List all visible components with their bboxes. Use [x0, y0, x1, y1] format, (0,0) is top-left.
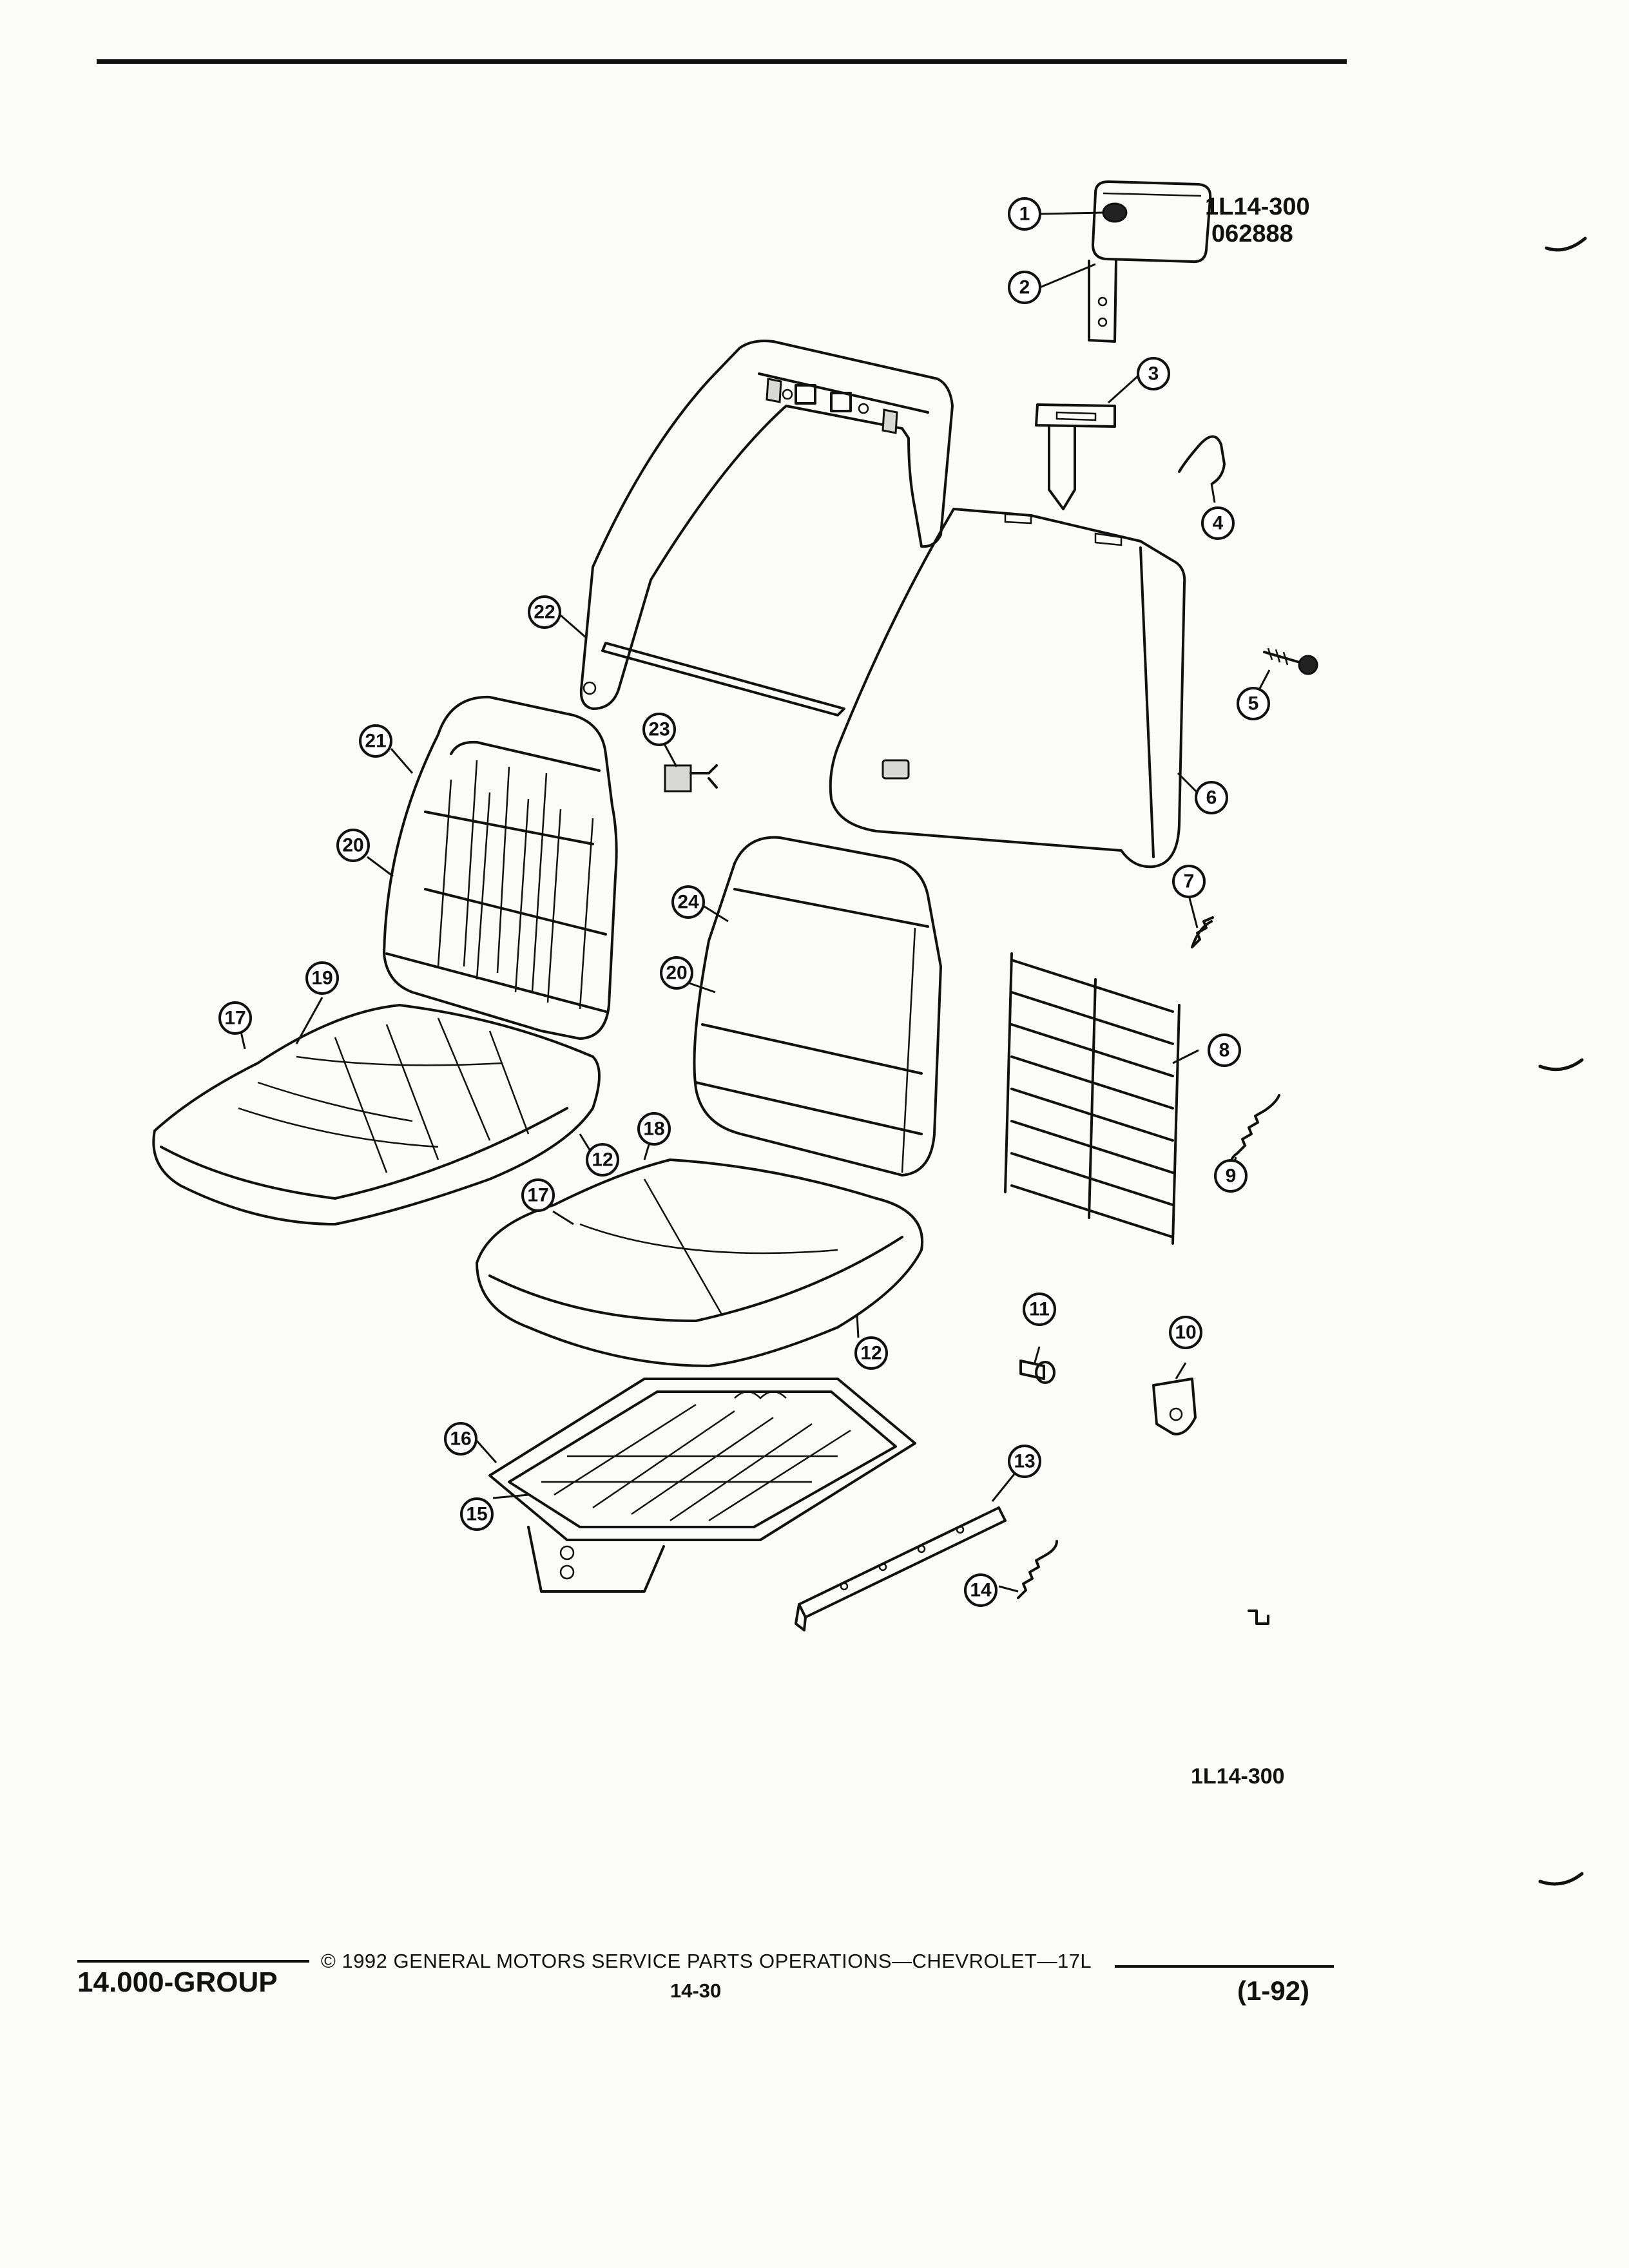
svg-text:17: 17	[527, 1185, 548, 1206]
screw	[1263, 648, 1318, 675]
callout-13: 13	[1008, 1445, 1041, 1478]
callout-2: 2	[1008, 271, 1041, 304]
seat-cushion-right	[476, 1158, 924, 1367]
spring-mat	[1004, 952, 1181, 1245]
svg-text:22: 22	[534, 602, 555, 623]
callout-8: 8	[1208, 1033, 1241, 1067]
callout-21: 21	[359, 724, 392, 758]
svg-text:4: 4	[1213, 513, 1224, 534]
page-number: 14-30	[670, 1979, 722, 2002]
callout-10: 10	[1169, 1316, 1202, 1349]
seat-cushion-left	[152, 1004, 601, 1225]
diagram-reference: 1L14-300 062888	[1205, 193, 1310, 247]
top-rule	[97, 59, 1347, 64]
callout-17-right: 17	[521, 1178, 555, 1212]
callout-16: 16	[444, 1422, 477, 1456]
svg-text:24: 24	[677, 892, 699, 913]
margin-mark-3	[1538, 1872, 1584, 1886]
svg-text:5: 5	[1248, 693, 1259, 715]
svg-text:15: 15	[466, 1504, 487, 1525]
callout-3: 3	[1137, 357, 1170, 390]
svg-text:7: 7	[1184, 871, 1195, 892]
seat-frame	[488, 1378, 916, 1593]
coil-spring-upper	[1191, 916, 1214, 948]
callout-15: 15	[460, 1497, 494, 1531]
svg-text:12: 12	[860, 1343, 882, 1364]
callout-5: 5	[1237, 687, 1270, 720]
symbol-mark	[1248, 1610, 1269, 1625]
coil-spring-lower	[1017, 1540, 1058, 1599]
svg-text:13: 13	[1014, 1451, 1035, 1472]
reference-date: 062888	[1211, 220, 1293, 247]
seatback-rear-cover	[829, 508, 1186, 869]
callout-14: 14	[964, 1573, 998, 1607]
callout-12-right: 12	[854, 1336, 888, 1370]
revision-date: (1-92)	[1237, 1975, 1310, 2006]
cover-cap	[1152, 1378, 1197, 1436]
svg-text:6: 6	[1206, 787, 1217, 809]
rear-seatback-frame	[579, 340, 954, 716]
callout-19: 19	[305, 961, 339, 995]
callout-23: 23	[642, 713, 676, 746]
svg-text:18: 18	[643, 1119, 664, 1140]
callout-9: 9	[1214, 1159, 1248, 1193]
push-fastener	[664, 764, 718, 793]
svg-text:8: 8	[1219, 1040, 1230, 1061]
svg-text:17: 17	[224, 1008, 246, 1029]
svg-text:20: 20	[666, 963, 687, 984]
svg-text:23: 23	[648, 719, 670, 740]
callout-7: 7	[1172, 865, 1206, 898]
svg-text:9: 9	[1226, 1166, 1237, 1187]
svg-text:14: 14	[970, 1580, 992, 1601]
callout-6: 6	[1195, 781, 1228, 814]
svg-text:11: 11	[1029, 1299, 1050, 1320]
svg-text:21: 21	[365, 731, 386, 752]
svg-text:3: 3	[1148, 363, 1159, 385]
svg-text:20: 20	[342, 835, 363, 856]
callout-18: 18	[637, 1112, 671, 1146]
svg-text:10: 10	[1175, 1322, 1196, 1343]
callout-11: 11	[1023, 1293, 1056, 1326]
margin-mark-1	[1545, 236, 1587, 252]
bottom-reference-code: 1L14-300	[1191, 1764, 1285, 1789]
svg-text:12: 12	[592, 1149, 613, 1171]
callout-12-left: 12	[586, 1143, 619, 1177]
callout-4: 4	[1201, 506, 1235, 540]
margin-mark-2	[1538, 1058, 1584, 1072]
section-group: 14.000-GROUP	[77, 1966, 278, 1998]
seat-track	[795, 1506, 1007, 1631]
callout-22: 22	[528, 595, 561, 629]
callout-20-left: 20	[336, 829, 370, 862]
svg-text:2: 2	[1019, 277, 1030, 298]
svg-text:1: 1	[1019, 204, 1030, 225]
footer-rule-left	[77, 1960, 309, 1963]
seatback-cushion-right	[693, 836, 942, 1177]
svg-text:19: 19	[311, 968, 333, 989]
copyright-line: © 1992 GENERAL MOTORS SERVICE PARTS OPER…	[321, 1950, 1092, 1972]
svg-text:16: 16	[450, 1428, 471, 1450]
wire-clip	[1178, 435, 1226, 485]
headrest	[1088, 180, 1212, 343]
callout-24: 24	[671, 885, 705, 919]
headrest-guide	[1035, 403, 1116, 510]
callout-20-right: 20	[660, 956, 693, 990]
coil-spring-middle	[1230, 1094, 1280, 1169]
footer-rule-right	[1115, 1965, 1334, 1968]
seatback-cushion-left	[383, 695, 618, 1040]
callout-17-left: 17	[218, 1001, 252, 1035]
callout-1: 1	[1008, 197, 1041, 231]
reference-code: 1L14-300	[1205, 193, 1310, 220]
bushing	[1019, 1360, 1055, 1384]
